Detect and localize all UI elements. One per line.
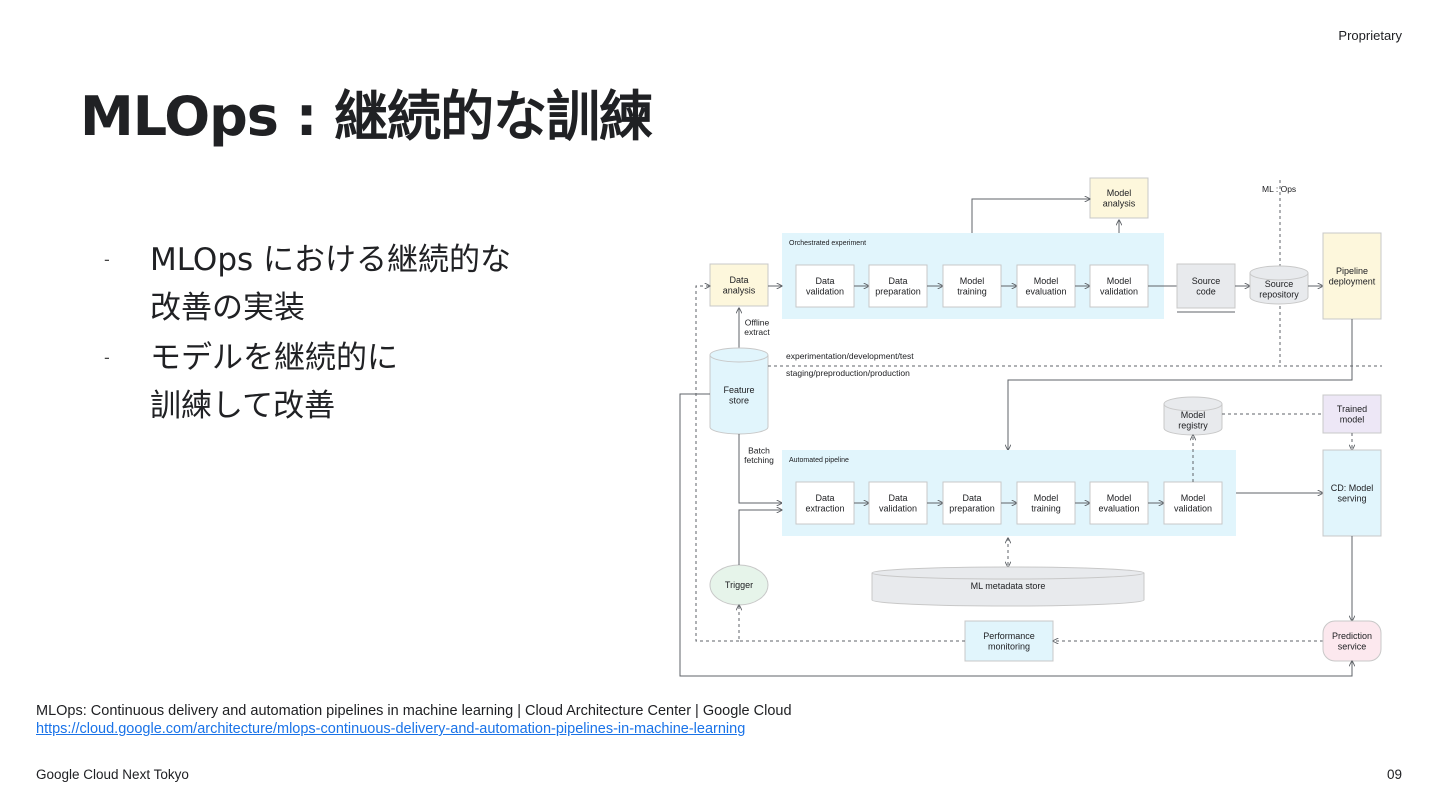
bullet-line: 訓練して改善 [150, 388, 336, 424]
proprietary-label: Proprietary [1338, 28, 1402, 43]
ml-metadata-store-label: ML metadata store [971, 581, 1046, 591]
orchestrated-step-box [795, 264, 855, 308]
source-repository-cylinder [1249, 273, 1309, 305]
deploy-to-pipeline-line [1008, 319, 1353, 450]
monitoring-to-analysis-line [695, 286, 739, 642]
bullet-line: 改善の実装 [150, 290, 305, 326]
automated-step-box [795, 481, 855, 525]
ml-ops-label: ML : Ops [1262, 184, 1296, 194]
model-analysis-box [1089, 177, 1149, 219]
source-citation: MLOps: Continuous delivery and automatio… [36, 703, 792, 737]
trigger-label: Trigger [725, 580, 753, 590]
pipeline-deployment-box [1322, 232, 1382, 320]
env-top-label: experimentation/development/test [786, 351, 914, 361]
ml-metadata-store-top [871, 566, 1145, 580]
bullet-line: モデルを継続的に [150, 340, 398, 376]
feature-store-cylinder [709, 355, 769, 435]
analysis-feedback-line [971, 199, 1090, 233]
data-analysis-box [709, 263, 769, 307]
page-title: MLOps : 継続的な訓練 [80, 85, 653, 148]
footer-event-name: Google Cloud Next Tokyo [36, 767, 189, 782]
batch-fetching-arrow [738, 434, 782, 503]
bullet-dash: - [104, 250, 110, 269]
automated-label: Automated pipeline [789, 457, 849, 464]
monitoring-to-trigger-line [739, 605, 965, 642]
bullet-item: - MLOps における継続的な 改善の実装 [104, 236, 564, 332]
orchestrated-step-box [1089, 264, 1149, 308]
source-link[interactable]: https://cloud.google.com/architecture/ml… [36, 721, 746, 737]
feature-to-prediction-line [679, 393, 1352, 677]
automated-step-box [1163, 481, 1223, 525]
orchestrated-step-box [868, 264, 928, 308]
automated-step-box [868, 481, 928, 525]
bullet-item: - モデルを継続的に 訓練して改善 [104, 334, 564, 430]
ml-metadata-store-cylinder [871, 573, 1145, 607]
orchestrated-label: Orchestrated experiment [789, 240, 866, 247]
source-repository-cylinder-top [1249, 265, 1309, 281]
source-text: MLOps: Continuous delivery and automatio… [36, 703, 792, 719]
trigger-to-pipeline-line [738, 510, 782, 565]
env-bottom-label: staging/preproduction/production [786, 368, 910, 378]
trained-model-box [1322, 394, 1382, 434]
bullet-dash: - [104, 348, 110, 367]
automated-step-box [1016, 481, 1076, 525]
cd-model-serving-box [1322, 449, 1382, 537]
feature-store-cylinder-top [709, 347, 769, 363]
automated-container [782, 450, 1236, 536]
bullet-line: MLOps における継続的な [150, 242, 511, 278]
orchestrated-step-box [1016, 264, 1076, 308]
orchestrated-step-box [942, 264, 1002, 308]
page-number: 09 [1386, 767, 1402, 782]
source-code-box [1176, 263, 1236, 309]
bullet-list: - MLOps における継続的な 改善の実装 - モデルを継続的に 訓練して改善 [104, 236, 564, 432]
model-registry-cylinder-top [1163, 396, 1223, 412]
